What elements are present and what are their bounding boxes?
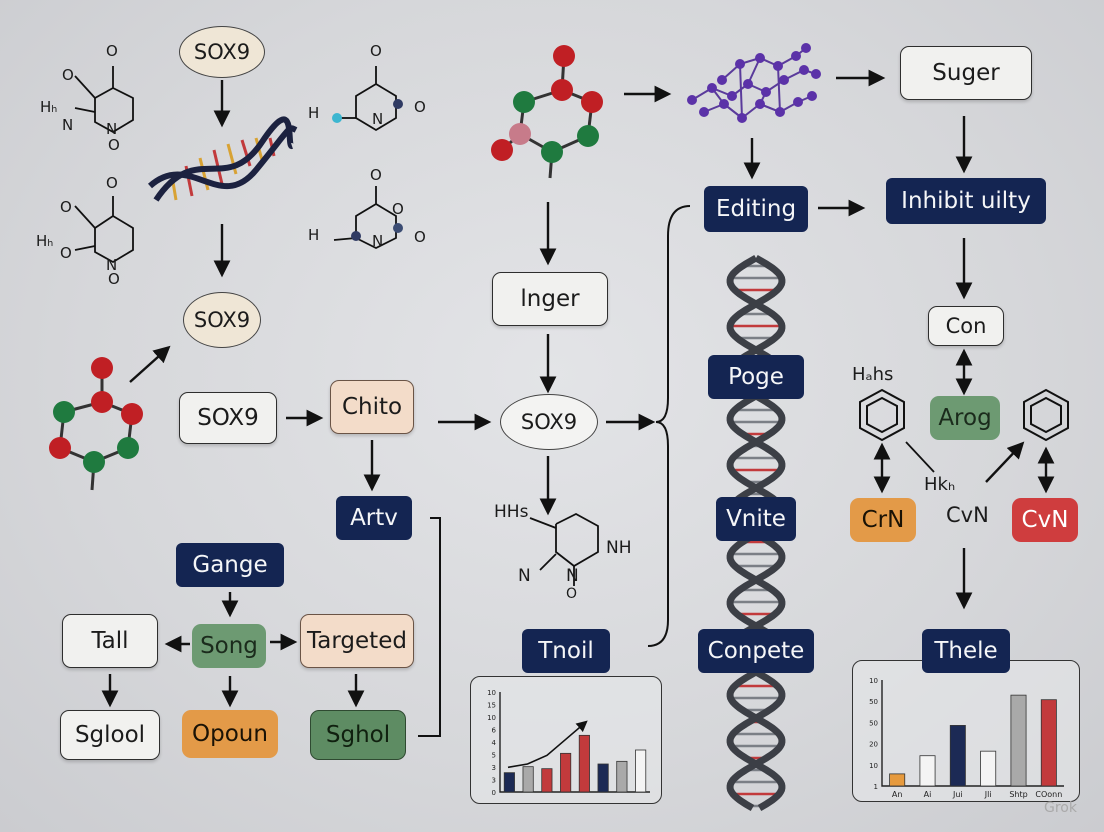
arog-node[interactable]: Arog bbox=[930, 396, 1000, 440]
chem-label: N bbox=[62, 116, 74, 134]
chart-right-frame bbox=[852, 660, 1080, 802]
vnite-node[interactable]: Vnite bbox=[716, 497, 796, 541]
conpete-node[interactable]: Conpete bbox=[698, 629, 814, 673]
arrow-cvn-to-benzene2 bbox=[985, 441, 1025, 483]
tall-node[interactable]: Tall bbox=[62, 614, 158, 668]
benzene-ring-left bbox=[859, 388, 905, 442]
chem-label: Hₕ bbox=[36, 232, 54, 250]
gange-node[interactable]: Gange bbox=[176, 543, 284, 587]
chem-label: H bbox=[308, 226, 320, 244]
chart-left-frame bbox=[470, 676, 662, 804]
protein-cluster bbox=[687, 43, 821, 123]
artv-node[interactable]: Artv bbox=[336, 496, 412, 540]
chem-label: N bbox=[106, 256, 118, 274]
cvn-mid-label: CvN bbox=[946, 503, 989, 527]
inger-node[interactable]: lnger bbox=[492, 272, 608, 326]
ball-stick-molecule-left bbox=[49, 357, 143, 491]
chem-label: O bbox=[370, 166, 382, 184]
chem-label: O bbox=[60, 244, 72, 262]
chem-label: Hₐhs bbox=[852, 364, 894, 385]
benzene-ring-right bbox=[1023, 388, 1069, 442]
arrow-mol-to-sox9 bbox=[129, 345, 171, 383]
link-benzene-hk bbox=[905, 441, 935, 473]
chem-label: N bbox=[372, 232, 384, 250]
pyrimidine-structure-4 bbox=[333, 186, 397, 250]
tnoil-node[interactable]: Tnoil bbox=[522, 629, 610, 673]
chem-label: O bbox=[62, 66, 74, 84]
chem-label: N bbox=[518, 566, 531, 586]
sglool-node[interactable]: Sglool bbox=[60, 710, 160, 760]
suger-node[interactable]: Suger bbox=[900, 46, 1032, 100]
ball-stick-molecule-center bbox=[491, 45, 603, 179]
pyrimidine-structure-1 bbox=[74, 66, 134, 134]
chem-label: O bbox=[414, 228, 426, 246]
chem-label: HHs bbox=[494, 502, 529, 522]
chem-label: N bbox=[372, 110, 384, 128]
con-node[interactable]: Con bbox=[928, 306, 1004, 346]
crn-node[interactable]: CrN bbox=[850, 498, 916, 542]
cvn-red-node[interactable]: CvN bbox=[1012, 498, 1078, 542]
chem-label: Hₕ bbox=[40, 98, 58, 116]
chem-label: H bbox=[308, 104, 320, 122]
thele-node[interactable]: Thele bbox=[922, 629, 1010, 673]
chem-label: O bbox=[566, 586, 578, 602]
atom-navy-3 bbox=[393, 223, 403, 233]
chem-label: O bbox=[106, 42, 118, 60]
bracket-center bbox=[647, 205, 691, 647]
chem-label: Hkₕ bbox=[924, 474, 956, 495]
bracket-artv bbox=[418, 517, 441, 737]
inhibit-node[interactable]: Inhibit uilty bbox=[886, 178, 1046, 224]
opoun-node[interactable]: Opoun bbox=[182, 710, 278, 758]
sox9-box-node[interactable]: SOX9 bbox=[179, 392, 277, 444]
pyrimidine-structure-2 bbox=[74, 196, 134, 264]
chem-label: O bbox=[392, 200, 404, 218]
chem-label: O bbox=[106, 174, 118, 192]
chem-label: N bbox=[106, 120, 118, 138]
chem-label: O bbox=[414, 98, 426, 116]
sox9-left-node[interactable]: SOX9 bbox=[183, 292, 261, 348]
atom-navy-2 bbox=[351, 231, 361, 241]
sox9-center-node[interactable]: SOX9 bbox=[500, 394, 598, 450]
chem-label: O bbox=[370, 42, 382, 60]
targeted-node[interactable]: Targeted bbox=[300, 614, 414, 668]
pyrimidine-structure-3 bbox=[340, 66, 397, 132]
atom-navy-1 bbox=[393, 99, 403, 109]
poge-node[interactable]: Poge bbox=[708, 355, 804, 399]
chem-label: N bbox=[566, 566, 579, 586]
atom-cyan bbox=[332, 113, 342, 123]
sghol-node[interactable]: Sghol bbox=[310, 710, 406, 760]
sox9-top-node[interactable]: SOX9 bbox=[179, 26, 265, 78]
chito-node[interactable]: Chito bbox=[330, 380, 414, 434]
chem-label: O bbox=[108, 270, 120, 288]
watermark-text: Grok bbox=[1044, 800, 1077, 816]
chem-label: O bbox=[108, 136, 120, 154]
chem-label: NH bbox=[606, 538, 632, 558]
song-node[interactable]: Song bbox=[192, 624, 266, 668]
dna-helix-top bbox=[147, 116, 298, 202]
pyrimidine-structure-5 bbox=[529, 512, 599, 586]
chem-label: O bbox=[60, 198, 72, 216]
editing-node[interactable]: Editing bbox=[704, 186, 808, 232]
